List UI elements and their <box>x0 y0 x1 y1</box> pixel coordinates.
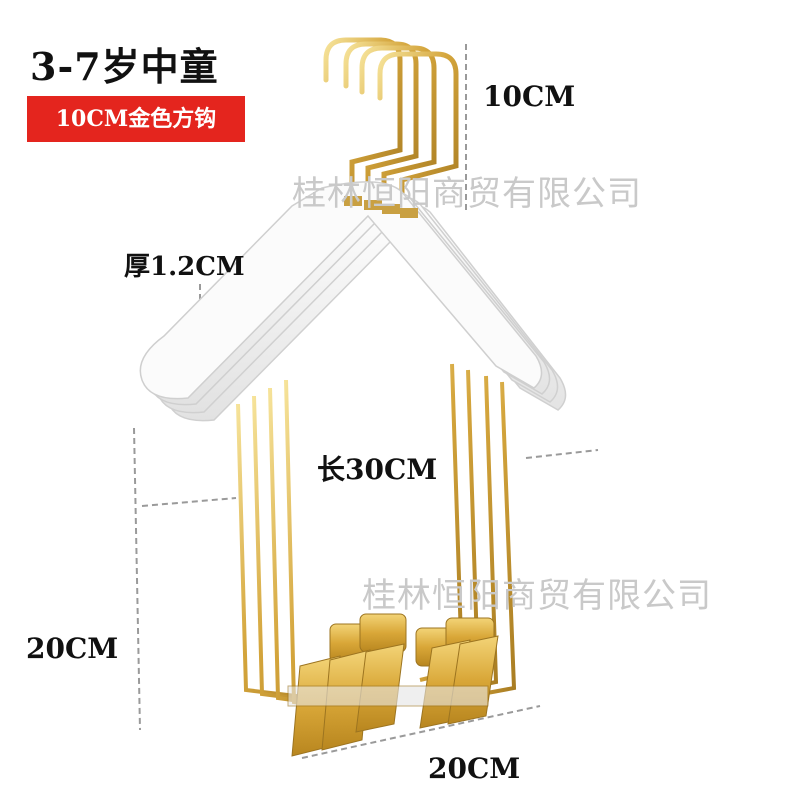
page-title: 3-7岁中童 <box>30 44 219 89</box>
gold-hooks <box>323 37 459 213</box>
watermark-bottom: 桂林恒阳商贸有限公司 <box>362 576 712 616</box>
clip-height-label: 20CM <box>26 632 119 665</box>
length-label: 长30CM <box>317 453 438 486</box>
gold-clips <box>287 613 499 757</box>
white-hangers <box>139 181 567 422</box>
clip-width-label: 20CM <box>428 752 521 785</box>
thickness-label: 厚1.2CM <box>124 252 245 282</box>
hook-spec-badge: 10CM金色方钩 <box>27 96 245 142</box>
hook-height-label: 10CM <box>483 80 576 113</box>
watermark-top: 桂林恒阳商贸有限公司 <box>292 174 642 214</box>
